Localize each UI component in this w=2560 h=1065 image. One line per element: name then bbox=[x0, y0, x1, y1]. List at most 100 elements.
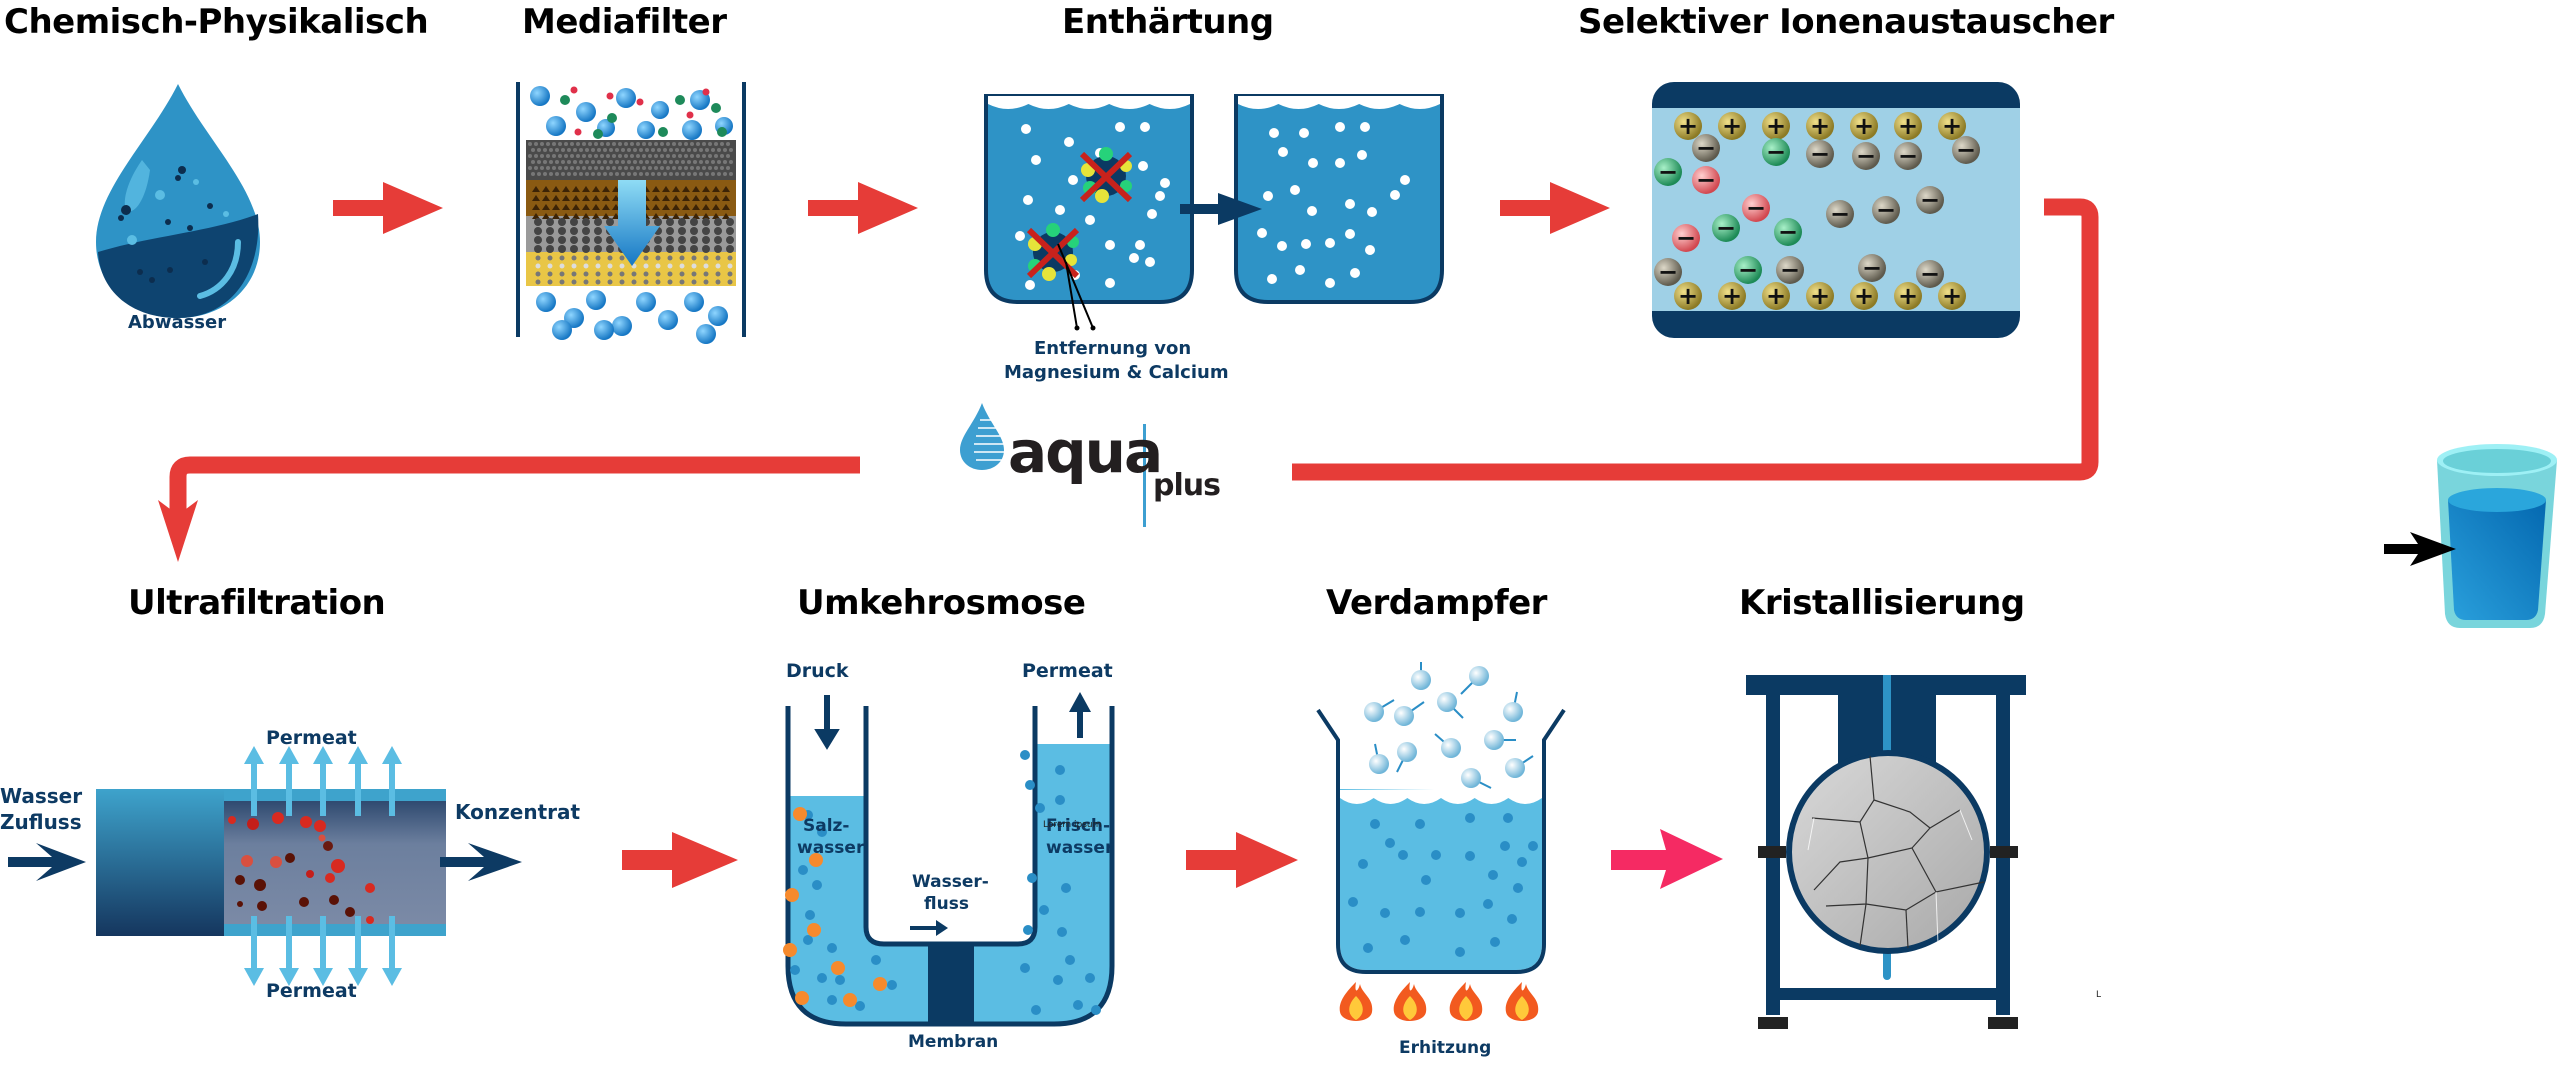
water-molecule bbox=[1277, 241, 1287, 251]
water-molecule bbox=[1513, 883, 1523, 893]
impurity-particle bbox=[593, 129, 603, 139]
water-molecule bbox=[1035, 803, 1045, 813]
water-molecule bbox=[1027, 873, 1037, 883]
positive-ion: + bbox=[1806, 282, 1834, 310]
water-molecule bbox=[1147, 209, 1157, 219]
water-molecule bbox=[637, 121, 655, 139]
salt-particle bbox=[785, 888, 799, 902]
impurity-particle bbox=[658, 127, 668, 137]
water-molecule bbox=[1290, 185, 1300, 195]
water-molecule bbox=[1021, 124, 1031, 134]
water-molecule bbox=[1385, 838, 1395, 848]
svg-text:−: − bbox=[1876, 196, 1896, 224]
caption-entfernung-line1: Entfernung von bbox=[1034, 338, 1192, 359]
softening-tanks-icon bbox=[984, 94, 1444, 331]
negative-ion: − bbox=[1776, 256, 1804, 284]
water-molecule bbox=[1295, 265, 1305, 275]
particle bbox=[285, 853, 295, 863]
svg-text:−: − bbox=[1862, 254, 1882, 282]
stage-title-kristallisierung: Kristallisierung bbox=[1739, 583, 2025, 623]
permeate-arrow-up bbox=[348, 746, 368, 816]
stage-title-verdampfer: Verdampfer bbox=[1326, 583, 1547, 623]
water-molecule bbox=[1483, 899, 1493, 909]
water-molecule bbox=[1105, 278, 1115, 288]
stage-title-umkehrosmose: Umkehrosmose bbox=[797, 583, 1086, 623]
permeate-arrow-up bbox=[244, 746, 264, 816]
positive-ion: + bbox=[1762, 112, 1790, 140]
svg-text:−: − bbox=[1658, 158, 1678, 186]
salt-particle bbox=[783, 943, 797, 957]
water-molecule bbox=[887, 980, 897, 990]
water-molecule bbox=[1345, 199, 1355, 209]
vapor-molecule bbox=[1411, 662, 1431, 690]
ion-exchanger-icon: ++++++++++++++−−−−−−−−−−−−−−−−−−−− bbox=[1652, 82, 2020, 338]
vapor-molecule bbox=[1396, 742, 1417, 773]
vapor-molecule bbox=[1460, 666, 1489, 695]
water-molecule bbox=[1415, 907, 1425, 917]
water-molecule bbox=[1299, 128, 1309, 138]
stage-title-ultrafiltration: Ultrafiltration bbox=[128, 583, 386, 623]
svg-text:−: − bbox=[1810, 140, 1830, 168]
impurity-particle bbox=[711, 103, 721, 113]
water-molecule bbox=[1031, 1005, 1041, 1015]
clean-water-molecule bbox=[636, 292, 656, 312]
negative-ion: − bbox=[1692, 134, 1720, 162]
water-molecule bbox=[1025, 780, 1035, 790]
negative-ion: − bbox=[1692, 166, 1720, 194]
svg-text:−: − bbox=[1956, 136, 1976, 164]
vapor-molecule bbox=[1505, 755, 1534, 778]
water-molecule bbox=[1455, 908, 1465, 918]
positive-ion: + bbox=[1938, 282, 1966, 310]
particle bbox=[272, 812, 284, 824]
negative-ion: − bbox=[1952, 136, 1980, 164]
water-molecule bbox=[1015, 231, 1025, 241]
label-salzwasser-line1: Salz- bbox=[803, 816, 850, 836]
salt-particle bbox=[843, 993, 857, 1007]
particle bbox=[270, 856, 282, 868]
water-molecule bbox=[1138, 161, 1148, 171]
water-molecule bbox=[1065, 955, 1075, 965]
flow-arrow-3 bbox=[1500, 182, 1610, 234]
label-salzwasser-line2: wasser bbox=[797, 838, 865, 858]
connector-arrow-row bbox=[158, 198, 2099, 562]
water-molecule bbox=[1431, 850, 1441, 860]
vapor-molecule bbox=[1437, 692, 1464, 719]
clean-water-molecule bbox=[594, 320, 614, 340]
positive-ion: + bbox=[1850, 112, 1878, 140]
svg-text:−: − bbox=[1898, 142, 1918, 170]
water-molecule bbox=[1335, 122, 1345, 132]
svg-text:+: + bbox=[1678, 112, 1698, 140]
svg-text:−: − bbox=[1780, 256, 1800, 284]
svg-text:−: − bbox=[1658, 258, 1678, 286]
particle bbox=[345, 907, 355, 917]
water-molecule bbox=[1348, 897, 1358, 907]
impurity-particle bbox=[686, 111, 694, 119]
svg-text:+: + bbox=[1810, 282, 1830, 310]
impurity-particle bbox=[636, 98, 644, 106]
stray-mark: L bbox=[2096, 990, 2102, 1000]
label-frischwasser-line1: Frisch- bbox=[1046, 816, 1111, 836]
particle bbox=[323, 841, 333, 851]
water-molecule bbox=[1023, 195, 1033, 205]
vapor-molecule bbox=[1369, 743, 1389, 774]
particle bbox=[366, 916, 374, 924]
impurity-particle bbox=[717, 127, 727, 137]
water-molecule bbox=[1085, 973, 1095, 983]
negative-ion: − bbox=[1916, 260, 1944, 288]
negative-ion: − bbox=[1872, 196, 1900, 224]
water-molecule bbox=[1390, 190, 1400, 200]
label-permeat-top: Permeat bbox=[266, 727, 357, 749]
ultrafiltration-tube-icon bbox=[8, 746, 522, 986]
water-molecule bbox=[1115, 122, 1125, 132]
positive-ion: + bbox=[1850, 282, 1878, 310]
particle bbox=[325, 873, 335, 883]
impurity-particle bbox=[606, 92, 614, 100]
permeate-arrow-down bbox=[279, 916, 299, 986]
impurity-particle bbox=[607, 113, 617, 123]
negative-ion: − bbox=[1654, 258, 1682, 286]
water-molecule bbox=[1155, 191, 1165, 201]
negative-ion: − bbox=[1734, 256, 1762, 284]
brand-name-plus: plus bbox=[1153, 468, 1221, 503]
particle bbox=[254, 879, 266, 891]
label-permeat-ro: Permeat bbox=[1022, 660, 1113, 682]
